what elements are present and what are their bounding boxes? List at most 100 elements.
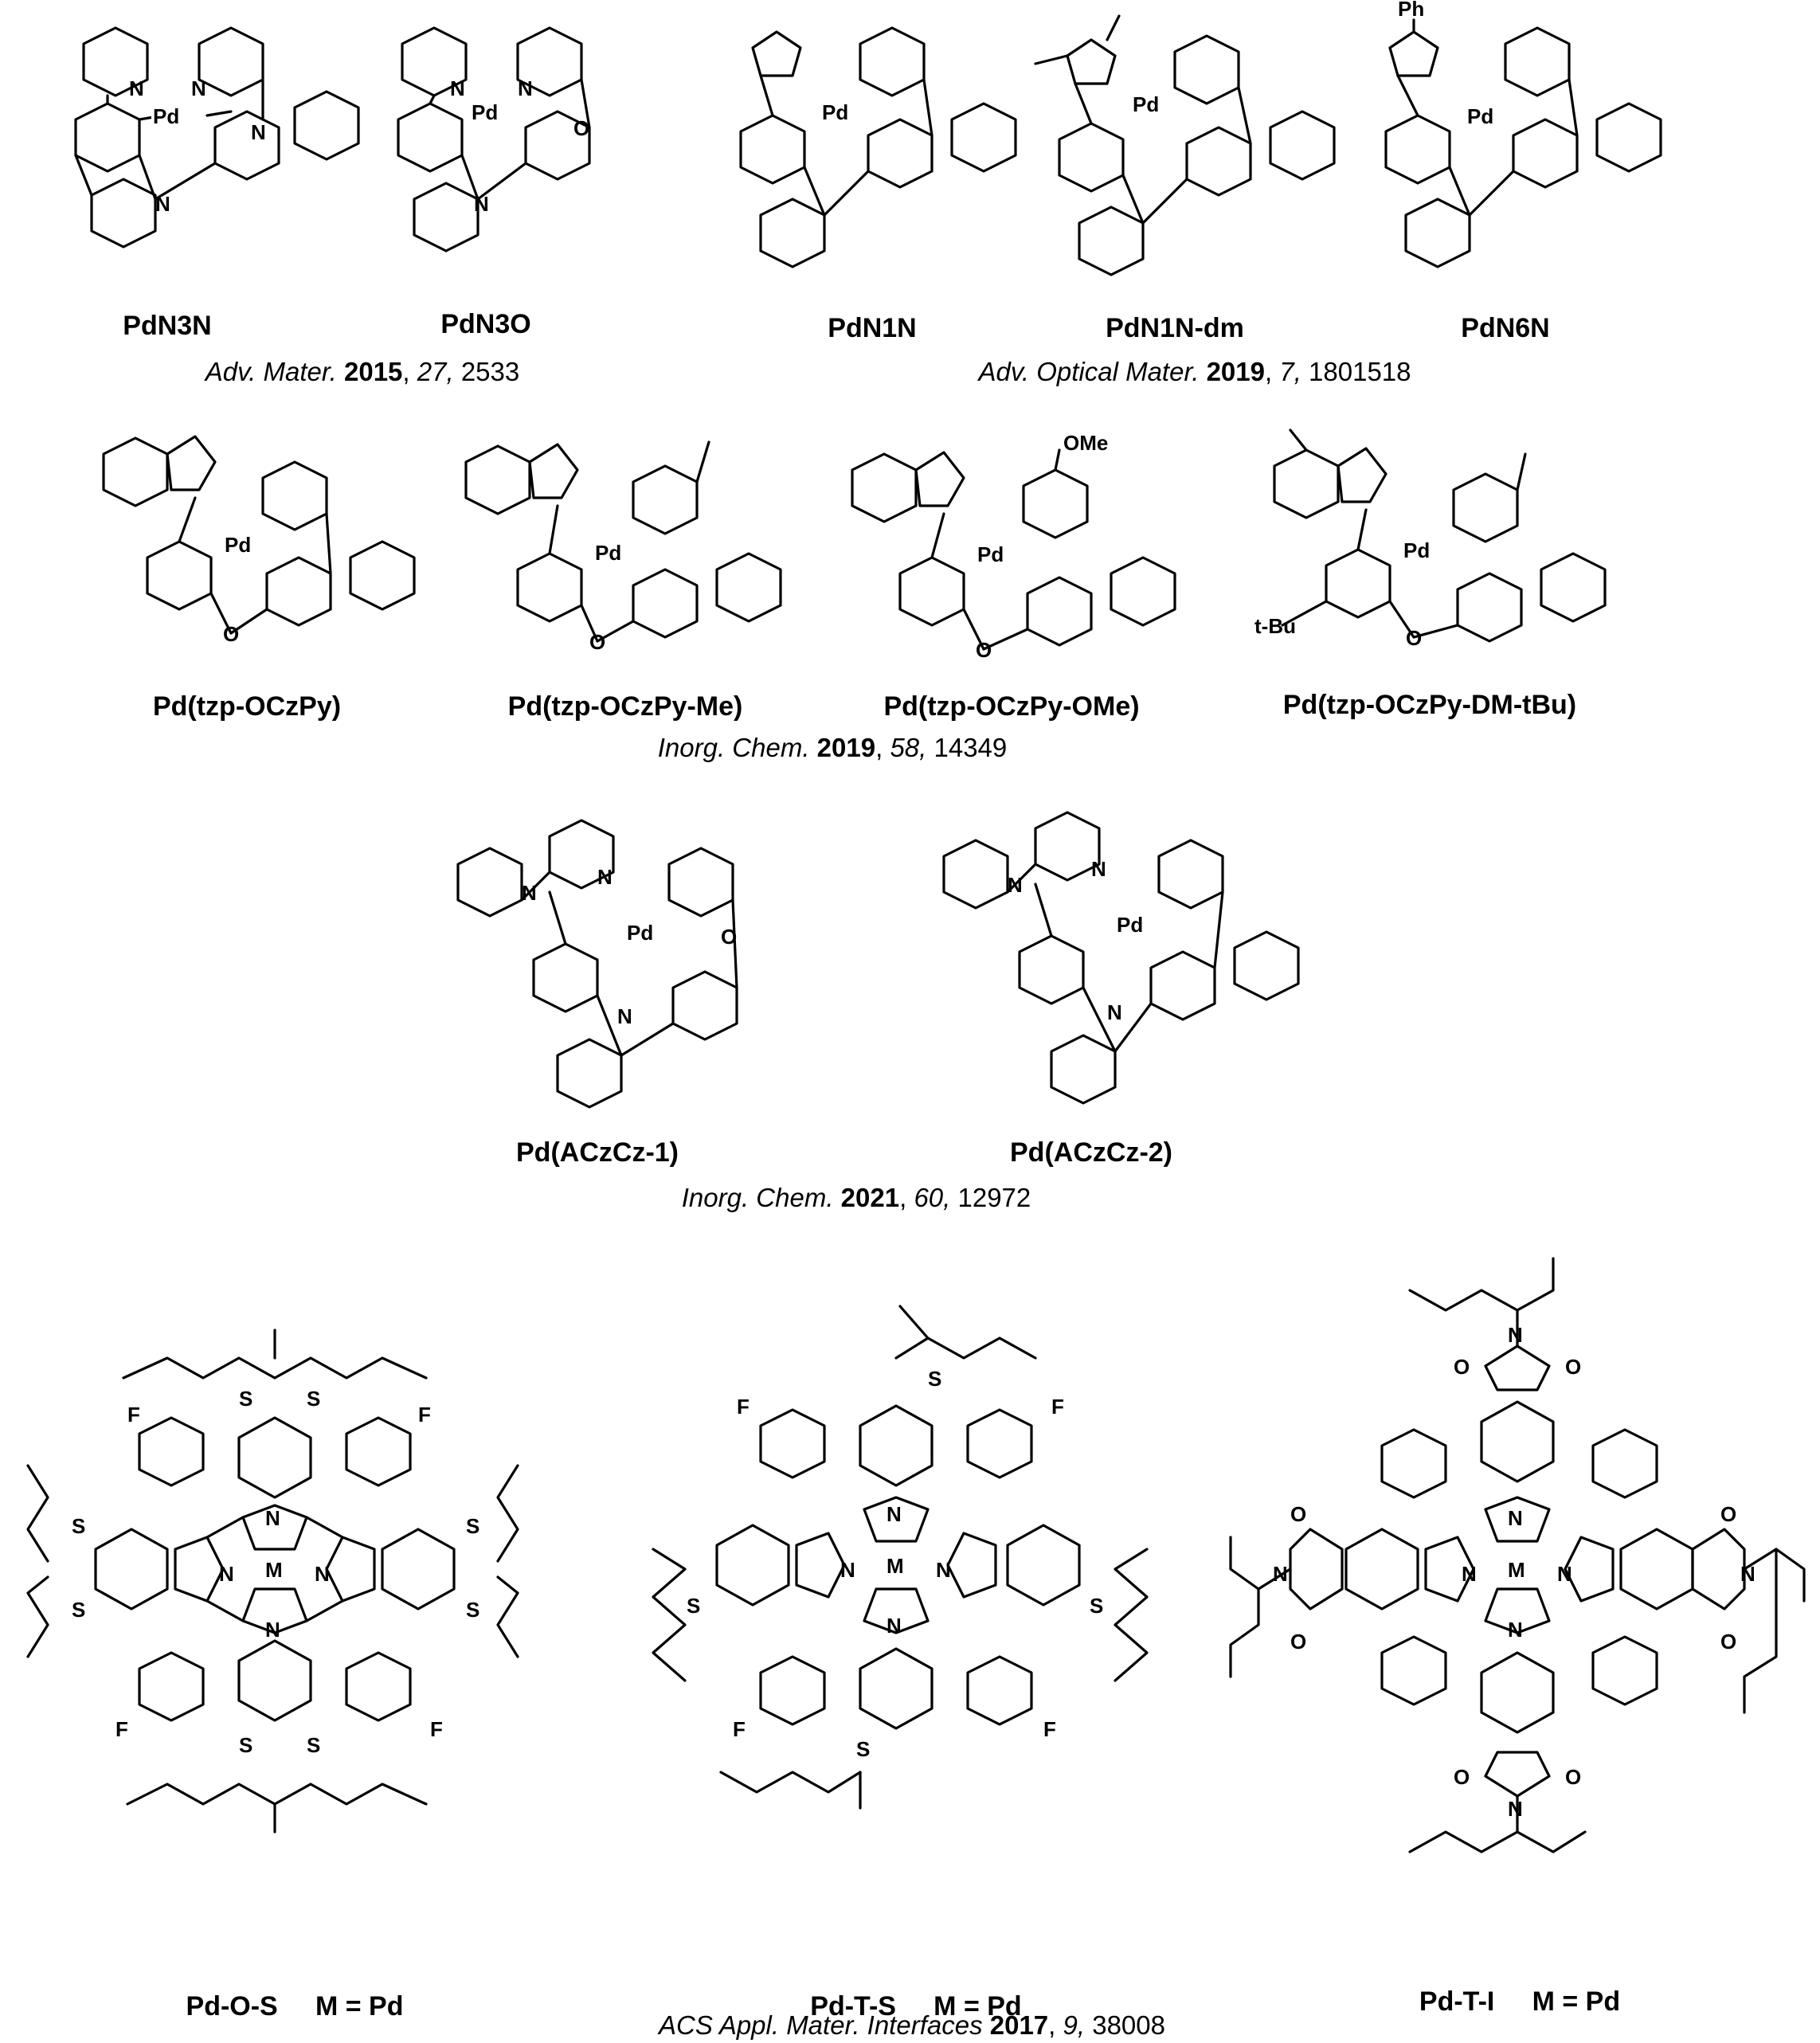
svg-text:N: N: [1557, 1562, 1572, 1586]
svg-text:N: N: [1508, 1797, 1523, 1821]
svg-text:N: N: [597, 865, 613, 889]
svg-text:O: O: [1406, 626, 1422, 650]
svg-text:N: N: [887, 1614, 902, 1638]
svg-text:F: F: [737, 1395, 750, 1419]
svg-text:N: N: [936, 1558, 951, 1582]
svg-text:S: S: [307, 1387, 320, 1411]
svg-text:M: M: [265, 1558, 283, 1582]
reference-citation: Inorg. Chem. 2021, 60, 12972: [681, 1183, 1031, 1212]
pd-atom: Pd: [153, 104, 179, 128]
svg-text:N: N: [522, 881, 537, 905]
svg-text:Pd: Pd: [1403, 538, 1430, 562]
compound-label: Pd-O-S M = Pd: [186, 1991, 404, 2021]
reference-citation: Inorg. Chem. 2019, 58, 14349: [657, 733, 1008, 762]
svg-text:F: F: [430, 1717, 443, 1741]
svg-text:F: F: [115, 1717, 128, 1741]
svg-text:S: S: [856, 1737, 870, 1761]
svg-text:S: S: [466, 1598, 479, 1622]
svg-text:Pd: Pd: [977, 542, 1004, 566]
svg-text:O: O: [721, 925, 737, 949]
svg-text:N: N: [840, 1558, 855, 1582]
svg-text:N: N: [1508, 1618, 1523, 1642]
svg-text:N: N: [191, 76, 206, 100]
svg-text:F: F: [1051, 1395, 1064, 1419]
svg-text:Pd: Pd: [1133, 92, 1159, 116]
svg-text:S: S: [72, 1514, 85, 1538]
svg-text:N: N: [474, 192, 489, 216]
svg-text:Pd: Pd: [627, 921, 653, 945]
compound-label: Pd-T-S M = Pd: [810, 1991, 1022, 2021]
svg-text:Ph: Ph: [1398, 0, 1424, 21]
svg-text:O: O: [1720, 1502, 1736, 1526]
svg-text:N: N: [1508, 1506, 1523, 1530]
svg-text:N: N: [518, 76, 533, 100]
svg-text:N: N: [1091, 857, 1106, 881]
svg-text:N: N: [1740, 1562, 1755, 1586]
svg-text:S: S: [239, 1387, 252, 1411]
svg-text:N: N: [1107, 1000, 1122, 1024]
svg-text:O: O: [1290, 1630, 1306, 1654]
compound-label: PdN1N: [828, 313, 917, 343]
svg-text:O: O: [573, 116, 589, 140]
svg-text:t-Bu: t-Bu: [1254, 614, 1296, 638]
svg-text:O: O: [1565, 1355, 1581, 1379]
compound-label: Pd(ACzCz-2): [1010, 1137, 1172, 1168]
reference-citation: Adv. Optical Mater. 2019, 7, 1801518: [978, 357, 1411, 386]
svg-text:O: O: [976, 638, 992, 662]
compound-label: PdN3N: [123, 311, 212, 341]
svg-text:N: N: [251, 120, 266, 144]
svg-text:Pd: Pd: [472, 100, 498, 124]
svg-text:S: S: [307, 1733, 320, 1757]
svg-text:M: M: [1508, 1558, 1525, 1582]
svg-text:Pd: Pd: [822, 100, 848, 124]
svg-text:Pd: Pd: [225, 533, 251, 557]
compound-label: Pd(tzp-OCzPy-OMe): [883, 691, 1140, 722]
svg-text:N: N: [887, 1502, 902, 1526]
svg-text:O: O: [589, 630, 605, 654]
svg-text:O: O: [1565, 1765, 1581, 1789]
svg-text:M: M: [887, 1554, 904, 1578]
svg-text:Pd: Pd: [1467, 104, 1493, 128]
svg-text:O: O: [223, 622, 239, 646]
svg-text:Pd: Pd: [595, 541, 621, 565]
svg-text:O: O: [1454, 1355, 1470, 1379]
svg-text:S: S: [928, 1367, 941, 1391]
svg-text:S: S: [1090, 1594, 1103, 1618]
svg-text:N: N: [265, 1618, 280, 1642]
svg-text:F: F: [1043, 1717, 1056, 1741]
svg-text:S: S: [72, 1598, 85, 1622]
compound-label: Pd(tzp-OCzPy): [152, 691, 342, 722]
svg-text:F: F: [127, 1403, 140, 1427]
reference-citation: Adv. Mater. 2015, 27, 2533: [205, 357, 520, 386]
svg-text:Pd: Pd: [1117, 913, 1143, 937]
svg-text:N: N: [450, 76, 465, 100]
svg-text:O: O: [1290, 1502, 1306, 1526]
svg-text:O: O: [1720, 1630, 1736, 1654]
svg-text:N: N: [1462, 1562, 1477, 1586]
svg-text:S: S: [466, 1514, 479, 1538]
svg-text:N: N: [129, 76, 144, 100]
compound-label: Pd(tzp-OCzPy-DM-tBu): [1282, 690, 1577, 720]
svg-text:N: N: [1273, 1562, 1288, 1586]
svg-text:N: N: [219, 1562, 234, 1586]
svg-text:N: N: [155, 192, 170, 216]
svg-text:N: N: [315, 1562, 330, 1586]
svg-text:N: N: [1508, 1323, 1523, 1347]
compound-label: PdN1N-dm: [1106, 313, 1244, 343]
svg-text:N: N: [617, 1004, 632, 1028]
svg-text:O: O: [1454, 1765, 1470, 1789]
svg-text:N: N: [265, 1506, 280, 1530]
compound-label: Pd-T-I M = Pd: [1419, 1986, 1621, 2017]
svg-text:F: F: [733, 1717, 746, 1741]
compound-label: PdN6N: [1461, 313, 1550, 343]
reference-citation: ACS Appl. Mater. Interfaces 2017, 9, 380…: [659, 2010, 1165, 2040]
svg-text:OMe: OMe: [1063, 431, 1108, 455]
svg-text:F: F: [418, 1403, 431, 1427]
svg-text:S: S: [687, 1594, 700, 1618]
svg-text:N: N: [1008, 873, 1023, 897]
compound-label: Pd(tzp-OCzPy-Me): [507, 691, 743, 722]
